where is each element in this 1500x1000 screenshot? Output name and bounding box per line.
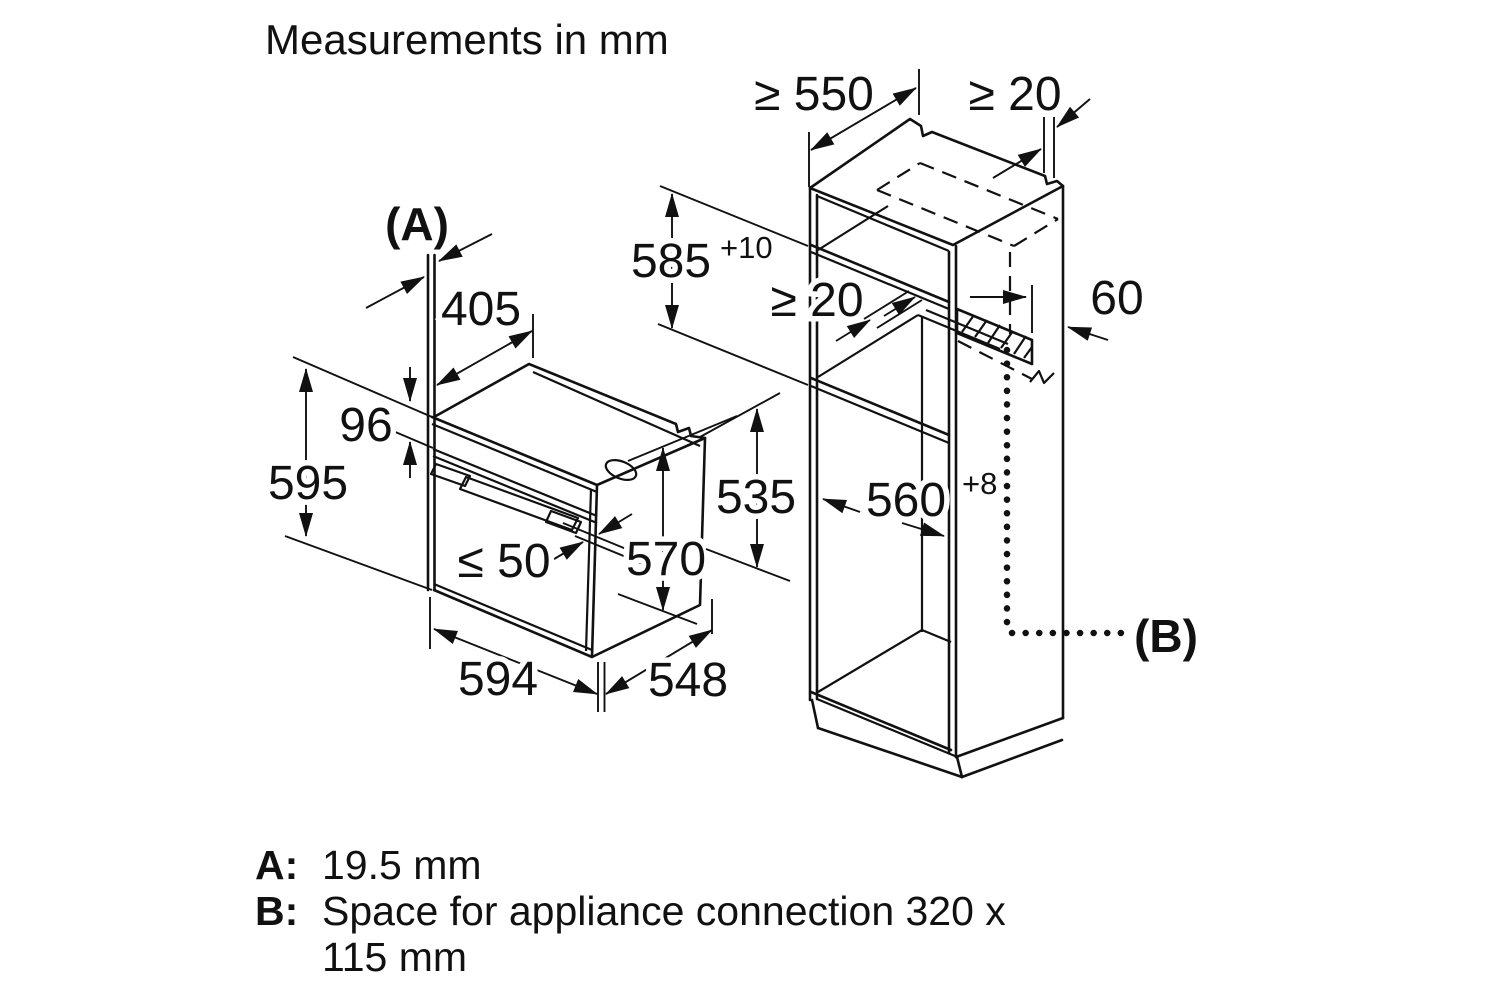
legend-b-value-line2: 115 mm [322, 934, 467, 980]
cabinet-drawing [808, 117, 1126, 779]
dim-a-label: (A) [385, 198, 449, 250]
dim-b-label: (B) [1134, 610, 1198, 662]
oven-dimensions: (A) 405 96 595 ≤ 50 570 594 548 [262, 198, 801, 713]
dim-panel-height: 96 [339, 399, 392, 452]
dim-cabinet-depth: ≥ 550 [754, 68, 874, 121]
legend-b-key: B: [255, 888, 298, 934]
dim-niche-width: 560 [866, 474, 946, 527]
cabinet-plinth [810, 698, 1065, 779]
connection-leader-dotted [1003, 346, 1126, 637]
dim-wall-gap: ≥ 20 [968, 68, 1061, 121]
dim-inner-depth: 570 [626, 533, 706, 586]
dim-connection-offset: 60 [1090, 272, 1143, 325]
hidden-niche-outline [876, 161, 1059, 385]
dim-width: 594 [458, 653, 538, 706]
dim-niche-height-tolerance: +10 [720, 230, 773, 265]
legend-a-key: A: [255, 842, 298, 888]
side-grip-icon [604, 458, 638, 482]
dim-niche-width-tolerance: +8 [962, 466, 997, 501]
oven-drawing [426, 253, 707, 659]
connection-space-hatch [955, 307, 1034, 366]
dim-rear-gap: ≥ 20 [770, 274, 863, 327]
dim-body-height: 535 [716, 471, 796, 524]
dim-niche-height: 585 [631, 235, 711, 288]
cabinet-top-outline [808, 117, 1065, 247]
page-title: Measurements in mm [265, 16, 669, 63]
legend-a-value: 19.5 mm [322, 842, 482, 888]
dim-door-clearance: ≤ 50 [457, 535, 550, 588]
dim-top-depth: 405 [441, 283, 521, 336]
oven-body-outline [432, 362, 707, 659]
cabinet-dimensions: ≥ 550 ≥ 20 585 +10 ≥ 20 60 560 +8 (B) [625, 63, 1198, 663]
legend-b-value-line1: Space for appliance connection 320 x [322, 888, 1006, 934]
legend: A: 19.5 mm B: Space for appliance connec… [255, 842, 1006, 980]
dim-height: 595 [268, 457, 348, 510]
dim-depth: 548 [648, 654, 728, 707]
oven-handle [429, 462, 583, 535]
